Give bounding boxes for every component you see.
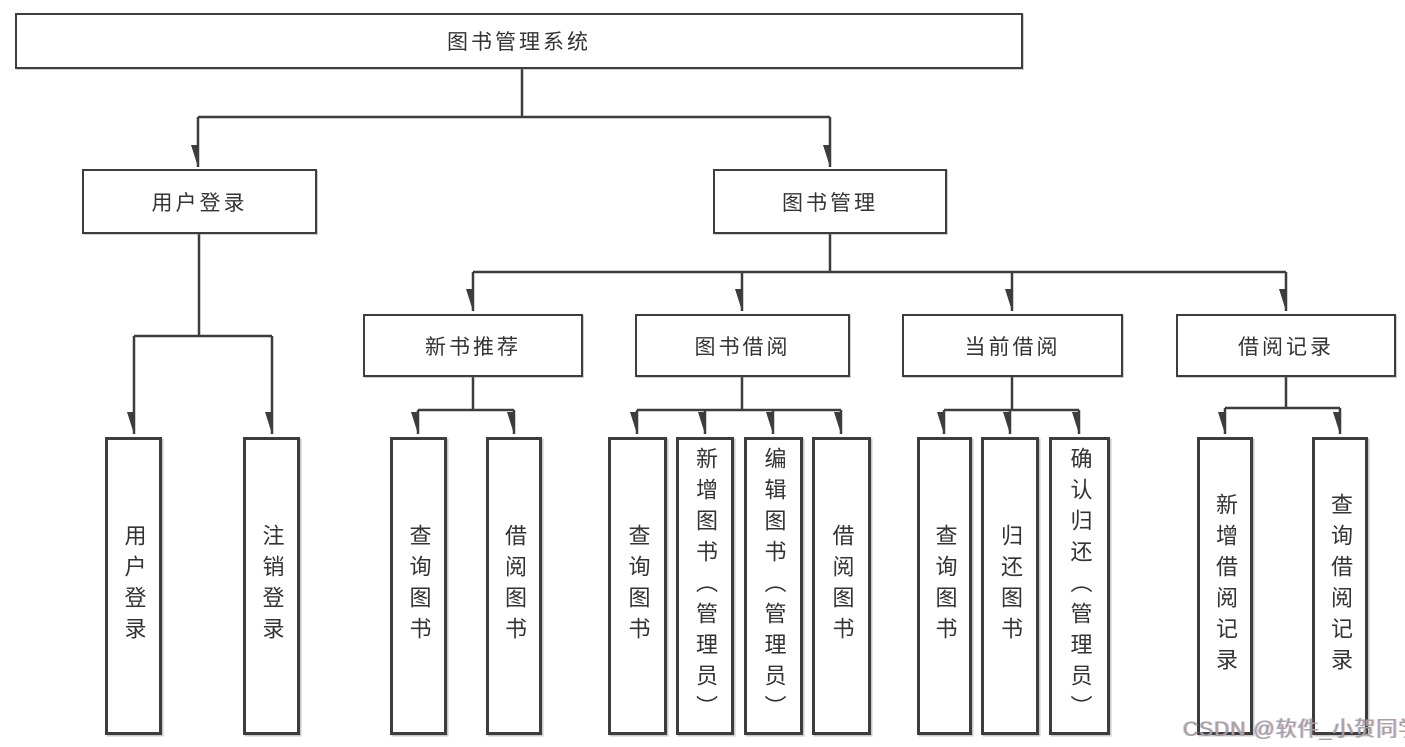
leaf-label: 用户登录 <box>121 524 147 648</box>
leaf-label: 查询图书 <box>932 524 958 648</box>
leaf-label: 编辑图书（管理员） <box>761 446 787 726</box>
leaf-label: 注销登录 <box>259 524 285 648</box>
node-label: 用户登录 <box>151 191 248 215</box>
node-label: 图书管理 <box>782 191 878 215</box>
leaf-confirm-return-admin: 确认归还（管理员） <box>1049 437 1110 735</box>
leaf-label: 新增借阅记录 <box>1213 493 1238 679</box>
leaf-add-book-admin: 新增图书（管理员） <box>676 437 734 735</box>
leaf-label: 查询图书 <box>406 524 432 648</box>
leaf-query-books-2: 查询图书 <box>608 437 667 735</box>
leaf-label: 查询借阅记录 <box>1328 493 1353 679</box>
leaf-query-books-3: 查询图书 <box>917 437 972 735</box>
leaf-logout: 注销登录 <box>243 437 300 735</box>
node-book-borrow: 图书借阅 <box>635 314 850 377</box>
leaf-query-borrow-record: 查询借阅记录 <box>1312 437 1368 735</box>
leaf-label: 借阅图书 <box>829 524 855 648</box>
csdn-watermark: CSDN @软件_小贺同学 <box>1183 718 1405 741</box>
node-label: 图书管理系统 <box>447 31 591 54</box>
leaf-add-borrow-record: 新增借阅记录 <box>1197 437 1253 735</box>
leaf-label: 查询图书 <box>625 524 651 648</box>
leaf-label: 借阅图书 <box>502 524 527 648</box>
leaf-borrow-books-2: 借阅图书 <box>812 437 871 735</box>
leaf-label: 新增图书（管理员） <box>693 446 718 726</box>
leaf-return-book: 归还图书 <box>981 437 1039 735</box>
node-library-system: 图书管理系统 <box>15 13 1023 69</box>
leaf-query-books-1: 查询图书 <box>390 437 447 735</box>
node-current-borrow: 当前借阅 <box>902 314 1123 377</box>
node-user-login: 用户登录 <box>82 169 317 234</box>
node-label: 借阅记录 <box>1238 335 1334 359</box>
leaf-edit-book-admin: 编辑图书（管理员） <box>744 437 803 735</box>
node-label: 图书借阅 <box>694 335 791 359</box>
node-book-mgmt: 图书管理 <box>713 169 947 234</box>
node-label: 当前借阅 <box>964 335 1061 359</box>
leaf-label: 归还图书 <box>998 524 1023 648</box>
leaf-borrow-books-1: 借阅图书 <box>486 437 542 735</box>
leaf-user-login: 用户登录 <box>105 437 162 735</box>
leaf-label: 确认归还（管理员） <box>1067 446 1093 726</box>
node-borrow-records: 借阅记录 <box>1176 314 1396 377</box>
node-new-books: 新书推荐 <box>363 314 583 377</box>
node-label: 新书推荐 <box>425 335 521 359</box>
